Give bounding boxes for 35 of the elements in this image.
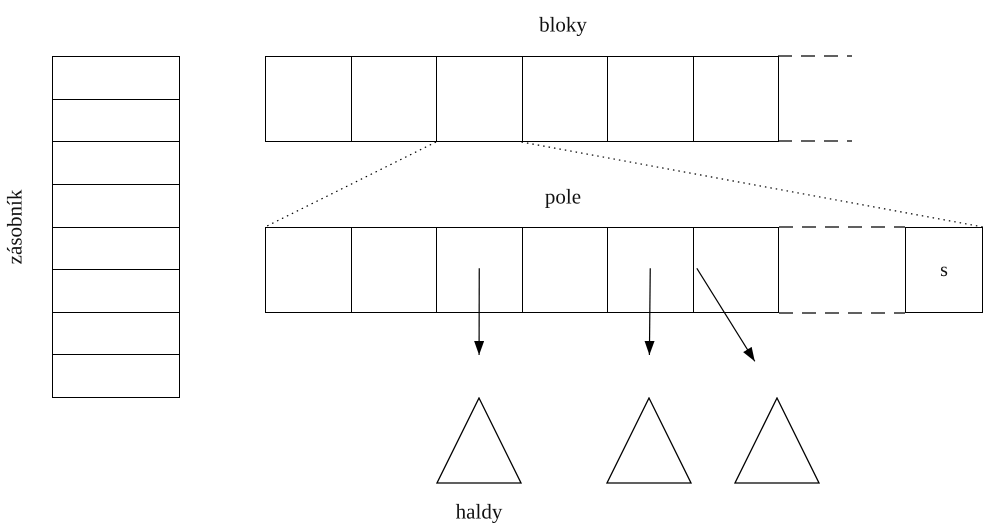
dotted-zoom-line (521, 141, 984, 228)
dashed-line (779, 226, 905, 228)
arrow (474, 268, 484, 355)
block-cell (607, 56, 694, 142)
block-cell (692, 56, 779, 142)
array-cell (265, 227, 352, 313)
arrow (644, 268, 655, 355)
block-cell (265, 56, 352, 142)
block-cell (436, 56, 522, 142)
stack-cell (52, 56, 180, 100)
group-label: bloky (539, 12, 587, 38)
stack-cell (52, 98, 180, 142)
stack-cell (52, 141, 180, 185)
heap-triangle (436, 397, 522, 484)
array-cell (350, 227, 437, 313)
stack-cell (52, 184, 180, 228)
group-label: haldy (456, 500, 502, 524)
stack-cell (52, 312, 180, 356)
group-label: pole (544, 184, 582, 210)
block-cell (522, 56, 608, 142)
array-cell (522, 227, 608, 313)
arrow (696, 268, 756, 362)
heap-triangle (606, 397, 692, 484)
block-cell (350, 56, 437, 142)
heap-triangle (734, 397, 820, 484)
array-cell: s (905, 227, 983, 313)
stack-cell (52, 354, 180, 398)
dashed-line (779, 312, 905, 314)
array-cell (607, 227, 694, 313)
array-cell (692, 227, 779, 313)
stack-label: zásobník (2, 190, 28, 264)
array-cell (436, 227, 522, 313)
stack-cell (52, 226, 180, 270)
dotted-zoom-line (264, 141, 436, 228)
stack-cell (52, 269, 180, 313)
